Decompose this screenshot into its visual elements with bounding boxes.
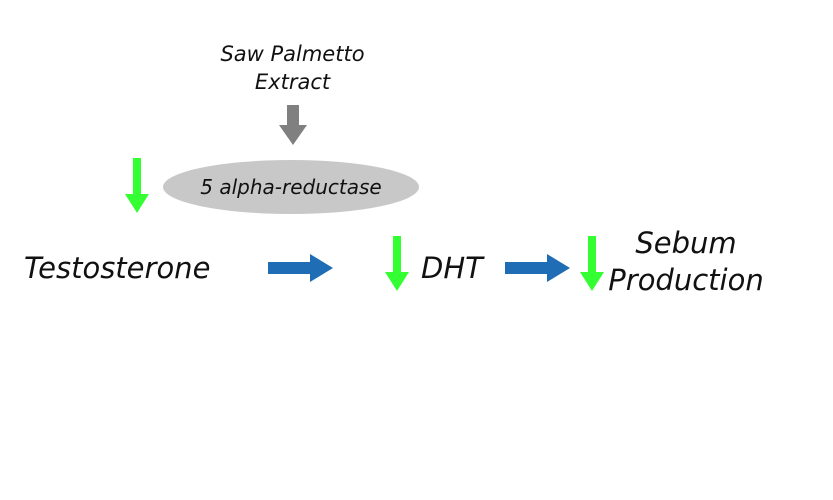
inhibitor-label-line-1: Saw Palmetto: [220, 42, 365, 66]
enzyme-decrease-arrow-icon: [125, 158, 149, 213]
sebum-production-label: Sebum Production: [596, 225, 776, 299]
gray-down-arrow-icon: [279, 105, 307, 145]
blue-right-arrow-icon-2: [505, 254, 570, 282]
dht-decrease-arrow-icon: [385, 236, 409, 291]
sebum-decrease-arrow-icon: [580, 236, 604, 291]
sebum-label-line-1: Sebum: [635, 226, 737, 260]
dht-label: DHT: [421, 251, 483, 285]
testosterone-label: Testosterone: [24, 251, 211, 285]
enzyme-label: 5 alpha-reductase: [200, 175, 382, 199]
inhibitor-label: Saw Palmetto Extract: [205, 40, 380, 96]
inhibitor-label-line-2: Extract: [254, 70, 331, 94]
enzyme-ellipse: [163, 160, 419, 214]
sebum-label-line-2: Production: [608, 263, 764, 297]
blue-right-arrow-icon-1: [268, 254, 333, 282]
